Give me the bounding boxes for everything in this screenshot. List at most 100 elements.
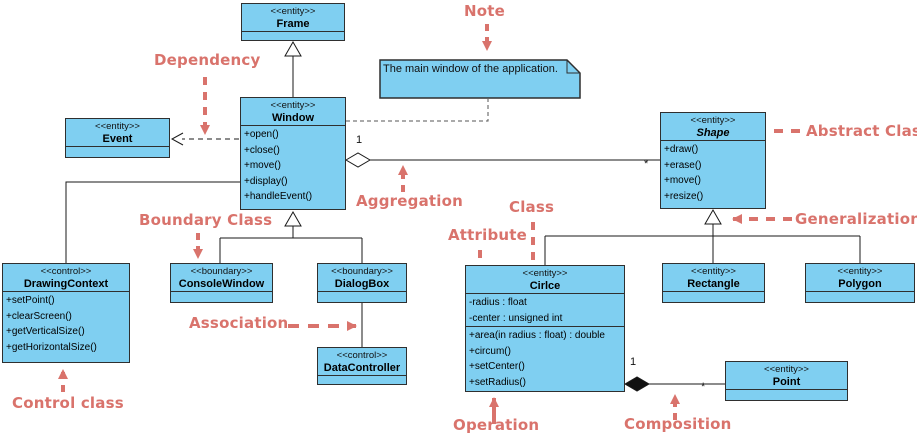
empty-compartment (318, 375, 406, 384)
operation-row: +move() (664, 175, 701, 186)
composition-multiplicity-part: * (701, 381, 706, 393)
class-rectangle[interactable]: <<entity>> Rectangle (662, 263, 765, 303)
operation-row: +handleEvent() (244, 191, 313, 202)
stereotype-label: <<entity>> (837, 266, 883, 277)
class-dialogbox-header: <<boundary>> DialogBox (318, 264, 406, 291)
annotation-composition: Composition (624, 415, 732, 433)
stereotype-label: <<entity>> (270, 6, 316, 17)
class-name: Polygon (838, 278, 882, 290)
generalization-window-frame[interactable] (284, 40, 302, 97)
class-drawingcontext-header: <<control>> DrawingContext (3, 264, 129, 291)
composition-circle-point[interactable] (624, 376, 725, 392)
composition-multiplicity-whole: 1 (630, 356, 637, 368)
operation-row: +move() (244, 160, 281, 171)
operation-row: +setPoint() (6, 295, 55, 306)
class-drawingcontext[interactable]: <<control>> DrawingContext +setPoint() +… (2, 263, 130, 363)
operations-compartment: +setPoint() +clearScreen() +getVerticalS… (3, 291, 129, 362)
operation-row: +setRadius() (469, 376, 526, 388)
note-anchor-line[interactable] (346, 99, 489, 122)
class-circle[interactable]: <<entity>> Cirlce -radius : float -cente… (465, 265, 625, 392)
class-circle-header: <<entity>> Cirlce (466, 266, 624, 293)
stereotype-label: <<entity>> (270, 100, 316, 111)
class-datacontroller-header: <<control>> DataController (318, 348, 406, 375)
operation-row: +close() (244, 144, 280, 156)
operations-compartment: +draw() +erase() +move() +resize() (661, 140, 765, 208)
operations-compartment: +area(in radius : float) : double +circu… (466, 326, 624, 391)
class-rectangle-header: <<entity>> Rectangle (663, 264, 764, 291)
class-name: Point (772, 376, 801, 388)
class-point[interactable]: <<entity>> Point (725, 361, 848, 401)
operation-row: +display() (244, 175, 288, 187)
class-name: Event (102, 133, 133, 145)
empty-compartment (318, 291, 406, 302)
operation-row: +getVerticalSize() (6, 326, 85, 337)
annotation-dependency: Dependency (154, 51, 261, 69)
annotation-association: Association (189, 314, 289, 332)
stereotype-label: <<control>> (336, 350, 388, 361)
empty-compartment (66, 146, 169, 157)
association-window-drawingcontext[interactable] (65, 181, 240, 263)
class-consolewindow[interactable]: <<boundary>> ConsoleWindow (170, 263, 273, 303)
class-name: ConsoleWindow (178, 278, 265, 290)
class-name: DrawingContext (23, 278, 109, 290)
class-consolewindow-header: <<boundary>> ConsoleWindow (171, 264, 272, 291)
operation-row: +erase() (664, 159, 702, 171)
annotation-control-class: Control class (12, 394, 124, 412)
class-name: Rectangle (687, 278, 740, 290)
operation-row: +resize() (664, 190, 704, 202)
aggregation-multiplicity-part: * (644, 158, 649, 170)
annotation-boundary-class: Boundary Class (139, 211, 273, 229)
operation-row: +clearScreen() (6, 310, 72, 322)
class-name: DialogBox (334, 278, 390, 290)
annotation-abstract-class: Abstract Class (806, 122, 917, 140)
stereotype-label: <<entity>> (522, 268, 568, 279)
class-polygon-header: <<entity>> Polygon (806, 264, 914, 291)
class-event[interactable]: <<entity>> Event (65, 118, 170, 158)
operations-compartment: +open() +close() +move() +display() +han… (241, 125, 345, 209)
annotation-note: Note (464, 2, 506, 20)
aggregation-multiplicity-whole: 1 (356, 134, 363, 146)
class-frame-header: <<entity>> Frame (242, 4, 344, 31)
empty-compartment (171, 291, 272, 302)
class-name: Shape (696, 127, 730, 139)
empty-compartment (806, 291, 914, 302)
attributes-compartment: -radius : float -center : unsigned int (466, 293, 624, 326)
class-polygon[interactable]: <<entity>> Polygon (805, 263, 915, 303)
class-dialogbox[interactable]: <<boundary>> DialogBox (317, 263, 407, 303)
class-datacontroller[interactable]: <<control>> DataController (317, 347, 407, 385)
note-text: The main window of the application. (383, 63, 558, 75)
operation-row: +getHorizontalSize() (6, 341, 97, 353)
class-name: Frame (276, 18, 310, 30)
class-event-header: <<entity>> Event (66, 119, 169, 146)
annotation-class: Class (509, 198, 555, 216)
annotation-aggregation: Aggregation (356, 192, 464, 210)
stereotype-label: <<entity>> (764, 364, 809, 375)
operation-row: +open() (244, 129, 279, 140)
class-window-header: <<entity>> Window (241, 98, 345, 125)
operation-row: +draw() (664, 144, 699, 155)
attribute-row: -radius : float (469, 297, 527, 308)
note-shape[interactable] (379, 59, 581, 99)
dependency-window-event[interactable] (170, 132, 239, 146)
stereotype-label: <<control>> (40, 266, 92, 277)
class-name: Cirlce (529, 280, 561, 292)
empty-compartment (726, 389, 847, 400)
class-shape[interactable]: <<entity>> Shape +draw() +erase() +move(… (660, 112, 766, 209)
class-shape-header: <<entity>> Shape (661, 113, 765, 140)
operation-row: +area(in radius : float) : double (469, 330, 605, 341)
class-frame[interactable]: <<entity>> Frame (241, 3, 345, 41)
generalization-window-children[interactable] (219, 210, 363, 263)
operation-row: +setCenter() (469, 361, 525, 372)
class-window[interactable]: <<entity>> Window +open() +close() +move… (240, 97, 346, 210)
class-point-header: <<entity>> Point (726, 362, 847, 389)
empty-compartment (242, 31, 344, 40)
aggregation-window-shape[interactable] (345, 152, 660, 168)
operation-row: +circum() (469, 345, 511, 357)
stereotype-label: <<entity>> (95, 121, 140, 132)
stereotype-label: <<boundary>> (190, 266, 253, 277)
generalization-shape-children[interactable] (544, 208, 861, 265)
stereotype-label: <<boundary>> (331, 266, 393, 277)
stereotype-label: <<entity>> (690, 115, 736, 126)
